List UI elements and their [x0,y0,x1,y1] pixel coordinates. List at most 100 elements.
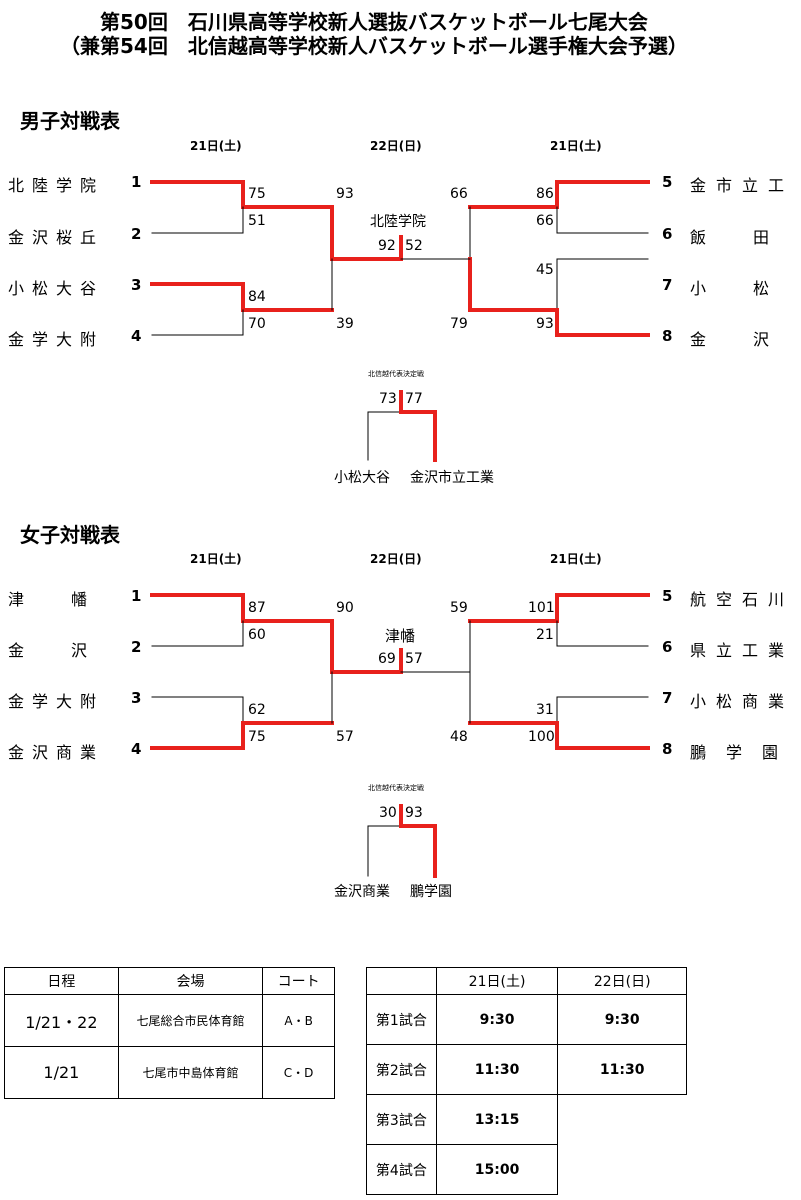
boys-date-left: 21日(土) [190,139,242,153]
girls-line-2 [151,620,244,647]
venue-row: 1/21・22 七尾総合市民体育館 A・B [4,994,335,1047]
girls-line-8 [468,721,650,750]
boys-seed-1: 1 [131,173,142,191]
girls-team-4: 金沢商業 [8,743,105,762]
boys-line-sfl [330,205,403,261]
venue-cell: 七尾総合市民体育館 [117,994,264,1047]
boys-team-8: 金 沢 [690,330,775,349]
boys-line-2 [151,206,244,234]
boys-line-7 [556,258,649,311]
boys-score-sfr-top: 66 [450,186,468,202]
boys-seed-4: 4 [131,327,142,345]
boys-line-5 [468,180,650,209]
girls-score-sfr-top: 59 [450,600,468,616]
title-line2: （兼第54回 北信越高等学校新人バスケットボール選手権大会予選） [60,34,688,58]
girls-playoff-score-r: 93 [405,805,423,821]
boys-team-1: 北陸学院 [8,176,105,195]
boys-team-2: 金沢桜丘 [8,228,105,247]
girls-playoff-l [367,825,402,877]
boys-team-3: 小松大谷 [8,279,105,298]
boys-seed-2: 2 [131,225,142,243]
boys-seed-8: 8 [662,327,673,345]
boys-playoff-team-l: 小松大谷 [334,470,390,486]
boys-date-center: 22日(日) [370,139,422,153]
boys-champion: 北陸学院 [370,214,426,230]
venue-header-venue: 会場 [117,967,264,995]
boys-line-4 [151,309,244,336]
boys-heading: 男子対戦表 [20,109,120,133]
girls-line-sfl [330,619,403,674]
girls-seed-5: 5 [662,587,673,605]
boys-playoff-score-r: 77 [405,391,423,407]
time-row: 第4試合 15:00 [366,1144,687,1195]
girls-line-4 [150,721,334,750]
girls-team-6: 県立工業 [690,641,795,660]
time-header-day1: 21日(土) [435,967,559,995]
time-cell: 11:30 [435,1044,559,1095]
girls-line-5 [468,593,650,623]
time-game-label: 第3試合 [366,1094,437,1145]
girls-score-r1b: 60 [248,627,266,643]
girls-playoff-r [399,804,437,878]
time-header-blank [366,967,437,995]
girls-line-3 [151,696,244,724]
girls-seed-7: 7 [662,689,673,707]
boys-score-r1b: 51 [248,213,266,229]
venue-header-row: 日程 会場 コート [4,967,335,995]
venue-header-court: コート [262,967,335,995]
girls-team-1: 津 幡 [8,590,93,609]
boys-line-8 [468,308,650,337]
boys-score-r1g: 45 [536,262,554,278]
time-cell-empty [557,1144,687,1195]
boys-playoff-l [367,411,402,461]
boys-team-5: 金市立工 [690,176,795,195]
boys-score-sfr-bot: 79 [450,316,468,332]
girls-team-2: 金 沢 [8,641,93,660]
time-table: 21日(土) 22日(日) 第1試合 9:30 9:30 第2試合 11:30 … [366,967,687,1195]
venue-cell: 七尾市中島体育館 [117,1046,264,1099]
time-cell: 15:00 [435,1144,559,1195]
venue-table: 日程 会場 コート 1/21・22 七尾総合市民体育館 A・B 1/21 七尾市… [4,967,335,1099]
time-cell: 9:30 [435,994,559,1045]
time-row: 第1試合 9:30 9:30 [366,994,687,1045]
girls-date-left: 21日(土) [190,552,242,566]
boys-team-6: 飯 田 [690,228,775,247]
girls-score-final-l: 69 [378,651,396,667]
girls-score-r1h: 100 [528,729,555,745]
boys-seed-3: 3 [131,276,142,294]
boys-team-4: 金学大附 [8,330,105,349]
boys-seed-5: 5 [662,173,673,191]
time-game-label: 第1試合 [366,994,437,1045]
boys-playoff-r [399,390,437,462]
boys-team-7: 小 松 [690,279,775,298]
girls-score-r1g: 31 [536,702,554,718]
girls-playoff-label: 北信越代表決定戦 [368,784,424,792]
girls-seed-3: 3 [131,689,142,707]
boys-score-final-r: 52 [405,238,423,254]
girls-seed-2: 2 [131,638,142,656]
boys-line-6 [556,206,649,234]
boys-seed-6: 6 [662,225,673,243]
girls-champion: 津幡 [385,627,416,645]
girls-line-6 [556,620,649,647]
venue-cell: 1/21 [4,1046,119,1099]
girls-line-1 [150,593,334,623]
boys-line-3 [150,282,334,312]
boys-score-final-l: 92 [378,238,396,254]
boys-score-sfl-bot: 39 [336,316,354,332]
boys-seed-7: 7 [662,276,673,294]
girls-score-r1d: 75 [248,729,266,745]
boys-score-r1e: 86 [536,186,554,202]
boys-score-r1a: 75 [248,186,266,202]
girls-team-7: 小松商業 [690,692,795,711]
boys-score-r1h: 93 [536,316,554,332]
girls-playoff-team-l: 金沢商業 [334,884,390,900]
boys-playoff-score-l: 73 [379,391,397,407]
time-cell: 11:30 [557,1044,687,1095]
girls-team-5: 航空石川 [690,590,795,609]
boys-score-sfl-top: 93 [336,186,354,202]
boys-score-r1d: 70 [248,316,266,332]
girls-playoff-team-r: 鵬学園 [410,884,452,900]
